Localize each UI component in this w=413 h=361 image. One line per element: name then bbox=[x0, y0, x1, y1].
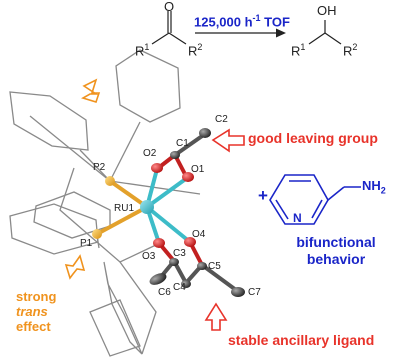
atom-c4 bbox=[181, 280, 191, 288]
nh2-label: NH2 bbox=[362, 178, 386, 196]
label-o1: O1 bbox=[191, 164, 205, 175]
label-c4: C4 bbox=[173, 282, 186, 293]
label-o2: O2 bbox=[143, 148, 157, 159]
bifunctional-behavior-label: bifunctional behavior bbox=[296, 234, 376, 267]
stable-ancillary-ligand-label: stable ancillary ligand bbox=[228, 332, 375, 348]
good-leaving-group-label: good leaving group bbox=[248, 130, 378, 146]
product-alcohol bbox=[308, 20, 342, 45]
product-r1-label: R1 bbox=[291, 42, 306, 59]
atom-c2 bbox=[199, 128, 211, 138]
atom-c5 bbox=[197, 262, 207, 270]
atom-p2 bbox=[105, 176, 115, 186]
trans-arrow-top bbox=[80, 78, 101, 103]
atom-o4 bbox=[184, 237, 196, 247]
label-c7: C7 bbox=[248, 287, 261, 298]
reaction-arrow bbox=[195, 28, 286, 38]
picolylamine bbox=[269, 174, 361, 225]
atom-o2 bbox=[151, 163, 163, 173]
trans-effect-label: strong trans effect bbox=[16, 289, 57, 334]
tof-label: 125,000 h-1 TOF bbox=[194, 13, 290, 30]
label-c6: C6 bbox=[158, 287, 171, 298]
atom-c6 bbox=[149, 273, 167, 285]
atom-p1 bbox=[92, 229, 102, 239]
reactant-r1-label: R1 bbox=[135, 42, 150, 59]
leaving-group-arrow bbox=[211, 128, 245, 153]
pyridine-n-label: N bbox=[293, 211, 302, 225]
atom-c7 bbox=[231, 287, 245, 297]
reactant-r2-label: R2 bbox=[188, 42, 203, 59]
plus-sign: + bbox=[258, 186, 268, 205]
product-oh-label: OH bbox=[317, 3, 337, 18]
atom-c3 bbox=[169, 258, 179, 266]
label-ru1: RU1 bbox=[114, 203, 135, 214]
reactant-oxygen-label: O bbox=[164, 0, 175, 14]
label-o4: O4 bbox=[192, 229, 206, 240]
label-c3: C3 bbox=[173, 248, 186, 259]
label-c1: C1 bbox=[176, 138, 189, 149]
atoms bbox=[92, 128, 245, 297]
label-c5: C5 bbox=[208, 261, 221, 272]
label-c2: C2 bbox=[215, 114, 228, 125]
reactant-ketone bbox=[151, 11, 187, 45]
label-p1: P1 bbox=[80, 238, 93, 249]
atom-c1 bbox=[170, 151, 180, 159]
label-p2: P2 bbox=[93, 162, 106, 173]
label-o3: O3 bbox=[142, 251, 156, 262]
atom-o3 bbox=[153, 238, 165, 248]
atom-o1 bbox=[182, 172, 194, 182]
product-r2-label: R2 bbox=[343, 42, 358, 59]
atom-ru1 bbox=[140, 200, 154, 214]
trans-arrow-bottom bbox=[64, 254, 86, 280]
ancillary-arrow bbox=[204, 302, 228, 331]
